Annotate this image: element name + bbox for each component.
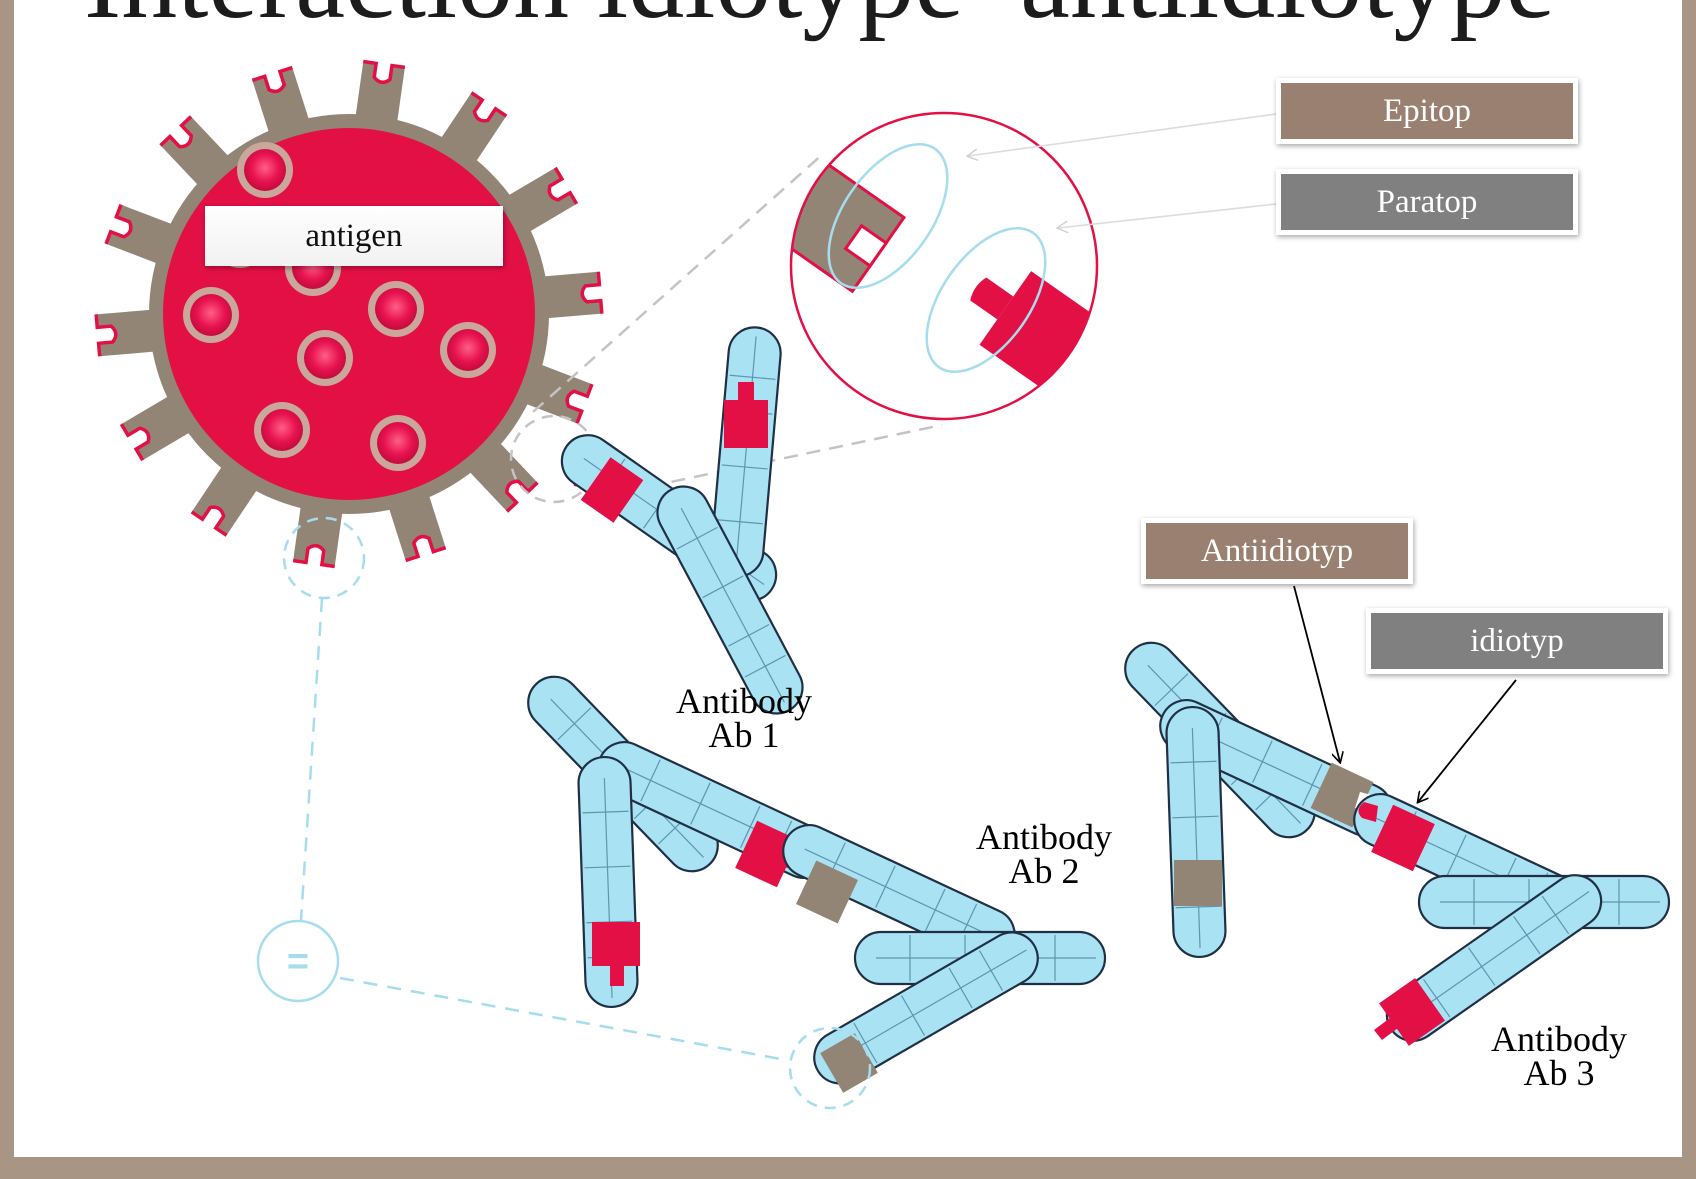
antiidiotyp-pointer bbox=[1293, 585, 1340, 762]
antibody-ab3 bbox=[1113, 630, 1671, 1053]
vesicle-core bbox=[304, 337, 346, 379]
antiidiotyp-label: Antiidiotyp bbox=[1141, 518, 1413, 584]
diagram-canvas: = bbox=[94, 59, 1671, 1110]
paratop-pointer bbox=[1058, 203, 1277, 228]
idiotyp-label: idiotyp bbox=[1366, 608, 1668, 674]
epitope-spike bbox=[104, 204, 175, 265]
idiotyp-pointer bbox=[1418, 679, 1517, 802]
epitop-pointer bbox=[968, 113, 1277, 156]
vesicle-core bbox=[377, 422, 419, 464]
equivalence-connector: = bbox=[256, 516, 872, 1110]
epitope-spike bbox=[94, 309, 157, 357]
epitope-spike bbox=[355, 59, 406, 124]
paratop-label: Paratop bbox=[1276, 169, 1578, 235]
vesicle-core bbox=[375, 288, 417, 330]
paratope-highlight-ellipse bbox=[925, 226, 1047, 374]
epitope-spike bbox=[541, 271, 604, 319]
epitope-highlight-ellipse bbox=[827, 142, 949, 290]
vesicle-core bbox=[244, 149, 286, 191]
antibody-ab3-label: Antibody Ab 3 bbox=[1490, 1019, 1627, 1093]
antibody-ab1 bbox=[550, 324, 813, 724]
vesicle-core bbox=[261, 409, 303, 451]
epitope-spike bbox=[119, 395, 192, 462]
antigen-label: antigen bbox=[205, 206, 503, 266]
epitope-spike bbox=[251, 65, 310, 135]
epitop-label: Epitop bbox=[1276, 78, 1578, 144]
antibody-ab2-label: Antibody Ab 2 bbox=[975, 817, 1112, 891]
vesicle-core bbox=[190, 294, 232, 336]
zoom-connector-upper bbox=[532, 152, 825, 413]
epitope-spike bbox=[523, 363, 594, 424]
slide-title: Interaction idiotype–antiidiotype bbox=[84, 0, 1682, 36]
vesicle-core bbox=[447, 329, 489, 371]
epitope-spike bbox=[506, 166, 579, 233]
epitope-spike bbox=[388, 493, 447, 563]
equal-sign: = bbox=[287, 941, 309, 983]
antibody-ab1-label: Antibody Ab 1 bbox=[675, 681, 812, 755]
